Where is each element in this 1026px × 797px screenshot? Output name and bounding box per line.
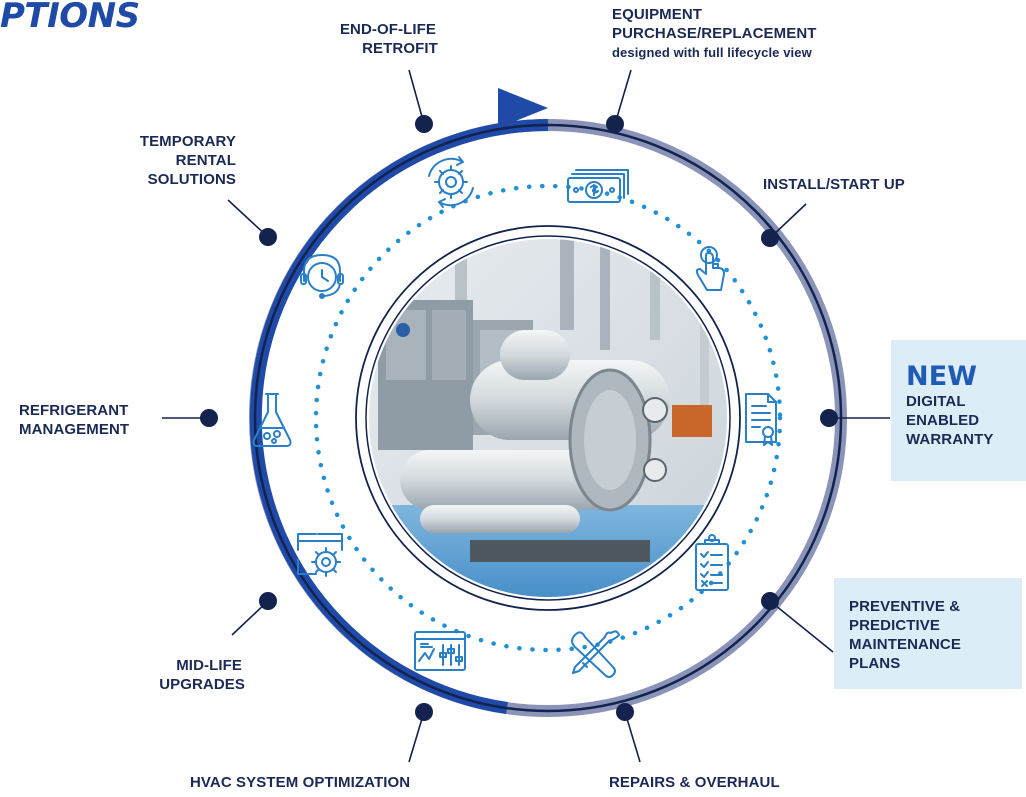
dashboard-sliders-icon	[414, 631, 466, 671]
label-line: RETROFIT	[362, 40, 438, 57]
label-line: INSTALL/START UP	[763, 176, 905, 193]
label-temporary-rental: TEMPORARY RENTAL SOLUTIONS	[100, 132, 236, 189]
label-line: REFRIGERANT	[19, 402, 129, 419]
settings-window-icon	[297, 533, 343, 577]
label-line: TEMPORARY	[139, 133, 236, 150]
label-digital-warranty: NEW DIGITAL ENABLED WARRANTY	[906, 362, 1026, 449]
inner-ring-inner	[365, 235, 731, 601]
headline-fragment: PTIONS	[0, 0, 140, 36]
label-mid-life-upgrades: MID-LIFE UPGRADES	[120, 656, 245, 694]
label-line: HVAC SYSTEM OPTIMIZATION	[190, 774, 411, 791]
money-icon	[567, 169, 629, 203]
label-line: EQUIPMENT	[612, 6, 703, 23]
label-line: MID-LIFE	[176, 657, 242, 674]
label-subtext: designed with full lifecycle view	[612, 45, 812, 60]
clock-support-icon	[300, 254, 344, 299]
ring-nodes	[200, 115, 838, 721]
preventive-callout	[834, 578, 1022, 689]
label-line: ENABLED	[906, 412, 980, 429]
gear-cycle-icon	[428, 156, 474, 208]
lab-flask-icon	[252, 393, 292, 447]
new-badge: NEW	[906, 361, 978, 392]
label-preventive-maintenance: PREVENTIVE & PREDICTIVE MAINTENANCE PLAN…	[849, 597, 1019, 673]
label-line: END-OF-LIFE	[339, 21, 437, 38]
label-install-start-up: INSTALL/START UP	[763, 175, 963, 194]
new-warranty-callout	[891, 340, 1026, 481]
label-line: SOLUTIONS	[147, 171, 236, 188]
label-line: PREDICTIVE	[849, 617, 941, 634]
label-line: PURCHASE/REPLACEMENT	[612, 25, 817, 42]
label-line: PREVENTIVE &	[849, 598, 961, 615]
tools-icon	[571, 630, 620, 678]
label-line: PLANS	[849, 655, 901, 672]
label-line: RENTAL	[175, 152, 236, 169]
dotted-ring	[313, 183, 783, 653]
label-line: DIGITAL	[906, 393, 966, 410]
label-refrigerant-management: REFRIGERANT MANAGEMENT	[19, 401, 179, 439]
clipboard-checklist-icon	[695, 534, 729, 591]
label-line: MANAGEMENT	[19, 421, 130, 438]
label-line: REPAIRS & OVERHAUL	[609, 774, 780, 791]
label-end-of-life-retrofit: END-OF-LIFE RETROFIT	[318, 20, 458, 58]
label-repairs-overhaul: REPAIRS & OVERHAUL	[609, 773, 829, 792]
certificate-document-icon	[745, 393, 777, 446]
label-line: WARRANTY	[906, 431, 994, 448]
ring-arrow	[498, 88, 548, 128]
label-hvac-optimization: HVAC SYSTEM OPTIMIZATION	[190, 773, 450, 792]
label-equipment-purchase: EQUIPMENT PURCHASE/REPLACEMENT designed …	[612, 5, 912, 62]
touch-hand-icon	[695, 246, 725, 291]
label-line: UPGRADES	[159, 676, 245, 693]
label-line: MAINTENANCE	[849, 636, 961, 653]
